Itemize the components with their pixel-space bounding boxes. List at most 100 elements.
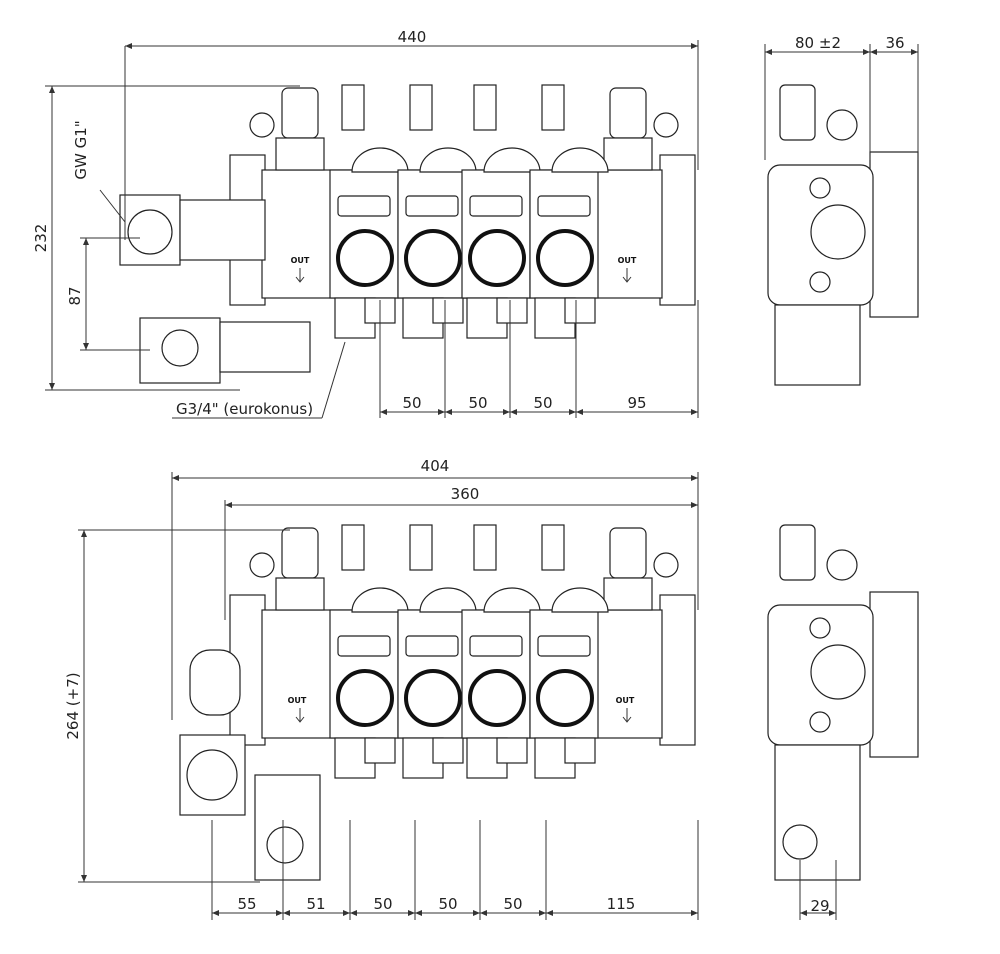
label-window-1: [337, 195, 391, 217]
side-handle-top: [826, 109, 858, 141]
dim-spacing-3: 50: [533, 394, 552, 412]
thermostatic-valve-cap-1: [351, 587, 409, 613]
arrowhead: [283, 910, 350, 916]
label-window-4: [537, 635, 591, 657]
out-label-left: OUT: [291, 256, 310, 265]
thermostatic-valve-cap-1: [351, 147, 409, 173]
vent-valve-left: [281, 527, 319, 579]
return-connector-2: [432, 737, 464, 764]
dim-87: 87: [66, 286, 84, 305]
side-port-lower-top: [809, 271, 831, 293]
return-connector-2: [432, 297, 464, 324]
dim-spacing-1: 50: [402, 394, 421, 412]
out-label-left-b: OUT: [288, 696, 307, 705]
flow-meter-ring-2: [404, 669, 462, 727]
dim-spacing-2: 50: [468, 394, 487, 412]
flow-regulator-3: [473, 84, 497, 131]
thermostatic-valve-cap-3: [483, 147, 541, 173]
valve-nut-right: [603, 577, 653, 611]
return-connector-4: [564, 737, 596, 764]
side-valve-bottom: [810, 644, 866, 700]
dim-b-3: 50: [373, 895, 392, 913]
thermostatic-valve-cap-2: [419, 587, 477, 613]
side-ball-valve-handle: [782, 824, 818, 860]
arrowhead: [510, 409, 576, 415]
dimension-lines: [45, 40, 919, 920]
dim-29: 29: [810, 897, 829, 915]
flow-regulator-2: [409, 524, 433, 571]
return-connector-4: [564, 297, 596, 324]
label-gw-g1: GW G1": [72, 120, 90, 179]
dim-80: 80 ±2: [795, 34, 841, 52]
flow-regulator-1: [341, 84, 365, 131]
label-window-3: [469, 195, 523, 217]
arrowhead: [445, 409, 510, 415]
flow-regulator-2: [409, 84, 433, 131]
flow-meter-ring-1: [336, 229, 394, 287]
flow-regulator-4: [541, 524, 565, 571]
manifold-parts: [119, 84, 919, 881]
thermostatic-valve-cap-2: [419, 147, 477, 173]
label-window-2: [405, 635, 459, 657]
ball-valve-return-body-b: [266, 826, 304, 864]
side-valve-top: [810, 204, 866, 260]
mounting-bracket-right: [659, 154, 696, 306]
flow-regulator-3: [473, 524, 497, 571]
valve-nut-left: [275, 137, 325, 171]
side-port-upper-top: [809, 177, 831, 199]
side-vent-top: [779, 84, 816, 141]
dim-b-1: 55: [237, 895, 256, 913]
side-port-lower-bottom: [809, 711, 831, 733]
flow-meter-ring-3: [468, 229, 526, 287]
flow-regulator-1: [341, 524, 365, 571]
label-window-4: [537, 195, 591, 217]
flow-regulator-4: [541, 84, 565, 131]
out-label-right: OUT: [618, 256, 637, 265]
vent-valve-right: [609, 527, 647, 579]
dim-360: 360: [451, 485, 480, 503]
leader-line-g34: [321, 341, 346, 419]
thermostatic-valve-cap-4: [551, 147, 609, 173]
return-connector-1: [364, 737, 396, 764]
out-arrow-icon: [622, 708, 632, 723]
dim-spacing-4: 95: [627, 394, 646, 412]
dim-440: 440: [398, 28, 427, 46]
arrowhead: [380, 409, 445, 415]
return-connector-3: [496, 297, 528, 324]
leader-line-gw: [99, 189, 126, 223]
mounting-bracket-right: [659, 594, 696, 746]
side-bracket-bottom: [869, 591, 919, 758]
out-label-right-b: OUT: [616, 696, 635, 705]
flow-meter-ring-3: [468, 669, 526, 727]
dim-264: 264 (+7): [64, 672, 82, 739]
flow-meter-ring-4: [536, 669, 594, 727]
side-bracket-top: [869, 151, 919, 318]
flow-meter-ring-4: [536, 229, 594, 287]
thermostatic-valve-cap-4: [551, 587, 609, 613]
vent-valve-right: [609, 87, 647, 139]
valve-nut-right: [603, 137, 653, 171]
flow-meter-ring-1: [336, 669, 394, 727]
side-port-upper-bottom: [809, 617, 831, 639]
dim-404: 404: [421, 457, 450, 475]
ball-valve-body: [127, 209, 173, 255]
side-handle-bottom: [826, 549, 858, 581]
return-elbow: [219, 321, 311, 373]
out-arrow-icon: [622, 268, 632, 283]
out-arrow-icon: [295, 708, 305, 723]
thermostatic-valve-cap-3: [483, 587, 541, 613]
dim-232: 232: [32, 224, 50, 253]
side-fittings-top: [774, 304, 861, 386]
label-window-1: [337, 635, 391, 657]
drain-handle-left: [249, 552, 275, 578]
flow-meter-ring-2: [404, 229, 462, 287]
drain-handle-left: [249, 112, 275, 138]
label-window-2: [405, 195, 459, 217]
side-fittings-bottom: [774, 744, 861, 881]
valve-nut-left: [275, 577, 325, 611]
arrowhead: [480, 910, 546, 916]
arrowhead: [350, 910, 415, 916]
dim-36: 36: [885, 34, 904, 52]
